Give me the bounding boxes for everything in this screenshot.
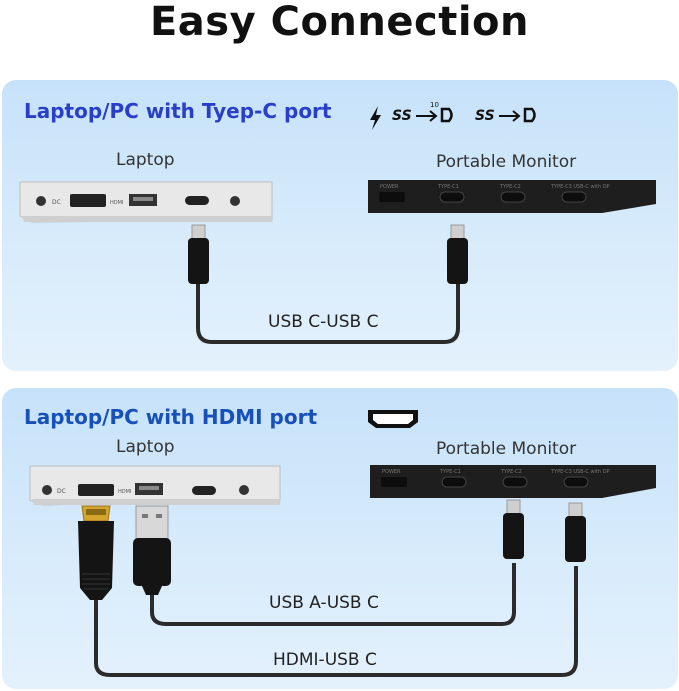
- lightning-icon: [370, 106, 381, 130]
- monitor-label: Portable Monitor: [436, 152, 577, 172]
- portable-monitor-image: POWER TYPE-C1 TYPE-C2 TYPE-C3 USB-C with…: [368, 180, 656, 213]
- hdmi-port-icon: [368, 410, 418, 428]
- svg-text:TYPE-C2: TYPE-C2: [499, 184, 521, 190]
- cable-label-usba-usbc: USB A-USB C: [269, 593, 379, 613]
- superspeed-icon: SS: [475, 107, 536, 124]
- svg-text:10: 10: [430, 101, 439, 109]
- hdmi-connection-panel: Laptop/PC with HDMI port Laptop Portable…: [2, 388, 678, 689]
- usba-usbc-cable: [133, 499, 524, 626]
- svg-text:HDMI: HDMI: [110, 200, 123, 206]
- hdmi-usbc-cable: [78, 502, 586, 677]
- svg-text:POWER: POWER: [382, 469, 401, 475]
- laptop-image: DC HDMI: [19, 181, 273, 223]
- laptop-label: Laptop: [116, 437, 175, 457]
- svg-text:DC: DC: [52, 199, 61, 206]
- laptop-label: Laptop: [116, 150, 175, 170]
- hdmi-diagram: DC HDMI POWER TYPE-C1 TYPE-C2 TYPE-C3 US…: [29, 410, 656, 677]
- svg-text:TYPE-C1: TYPE-C1: [439, 469, 461, 475]
- cable-label-usbc-usbc: USB C-USB C: [268, 312, 379, 332]
- cable-label-hdmi-usbc: HDMI-USB C: [273, 650, 377, 670]
- superspeed-10-icon: SS 10: [392, 101, 453, 124]
- panel-heading-hdmi: Laptop/PC with HDMI port: [24, 405, 317, 429]
- page-title: Easy Connection: [149, 0, 530, 45]
- type-c-connection-panel: Laptop/PC with Tyep-C port Laptop Portab…: [2, 80, 678, 371]
- svg-text:HDMI: HDMI: [118, 489, 131, 495]
- panel-heading-type-c: Laptop/PC with Tyep-C port: [24, 99, 332, 123]
- type-c-diagram: SS 10 SS DC HDMI POWER TYPE-C1: [19, 101, 656, 344]
- portable-monitor-image: POWER TYPE-C1 TYPE-C2 TYPE-C3 USB-C with…: [370, 465, 656, 498]
- svg-text:SS: SS: [475, 108, 495, 124]
- usbc-usbc-cable: [188, 224, 468, 344]
- svg-text:TYPE-C2: TYPE-C2: [500, 469, 522, 475]
- svg-text:POWER: POWER: [380, 184, 399, 190]
- svg-text:TYPE-C3 USB-C with DP: TYPE-C3 USB-C with DP: [550, 469, 610, 475]
- svg-text:SS: SS: [392, 108, 412, 124]
- laptop-image: DC HDMI: [29, 465, 281, 506]
- monitor-label: Portable Monitor: [436, 439, 577, 459]
- svg-text:DC: DC: [57, 488, 66, 495]
- svg-text:TYPE-C3 USB-C with DP: TYPE-C3 USB-C with DP: [550, 184, 610, 190]
- svg-text:TYPE-C1: TYPE-C1: [437, 184, 459, 190]
